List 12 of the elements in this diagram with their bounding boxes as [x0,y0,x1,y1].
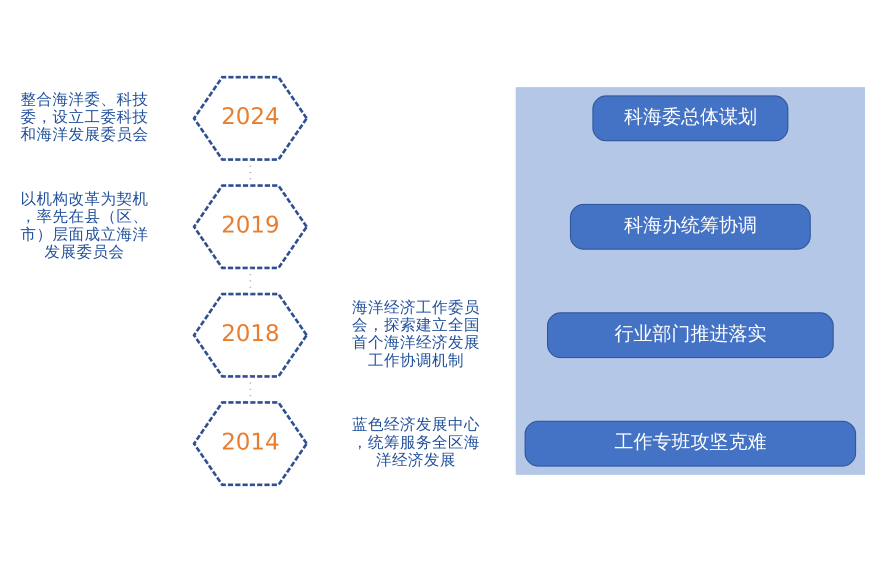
node-box: 行业部门推进落实 [546,312,834,358]
node-label: 海洋经济工作委员会，探索建立全国首个海洋经济发展工作协调机制 [352,297,480,370]
cluster [515,87,864,475]
node-box: 科海办统筹协调 [569,204,810,250]
node-box: 工作专班攻坚克难 [524,420,856,467]
node-label: 蓝色经济发展中心，统筹服务全区海洋经济发展 [352,414,480,470]
node-label: 整合海洋委、科技委，设立工委科技和海洋发展委员会 [20,89,148,144]
node-label: 以机构改革为契机，率先在县（区、市）层面成立海洋发展委员会 [20,188,148,262]
connector [249,268,251,294]
node-box: 科海委总体谋划 [592,95,788,142]
connector [249,376,251,402]
connector [249,160,251,186]
